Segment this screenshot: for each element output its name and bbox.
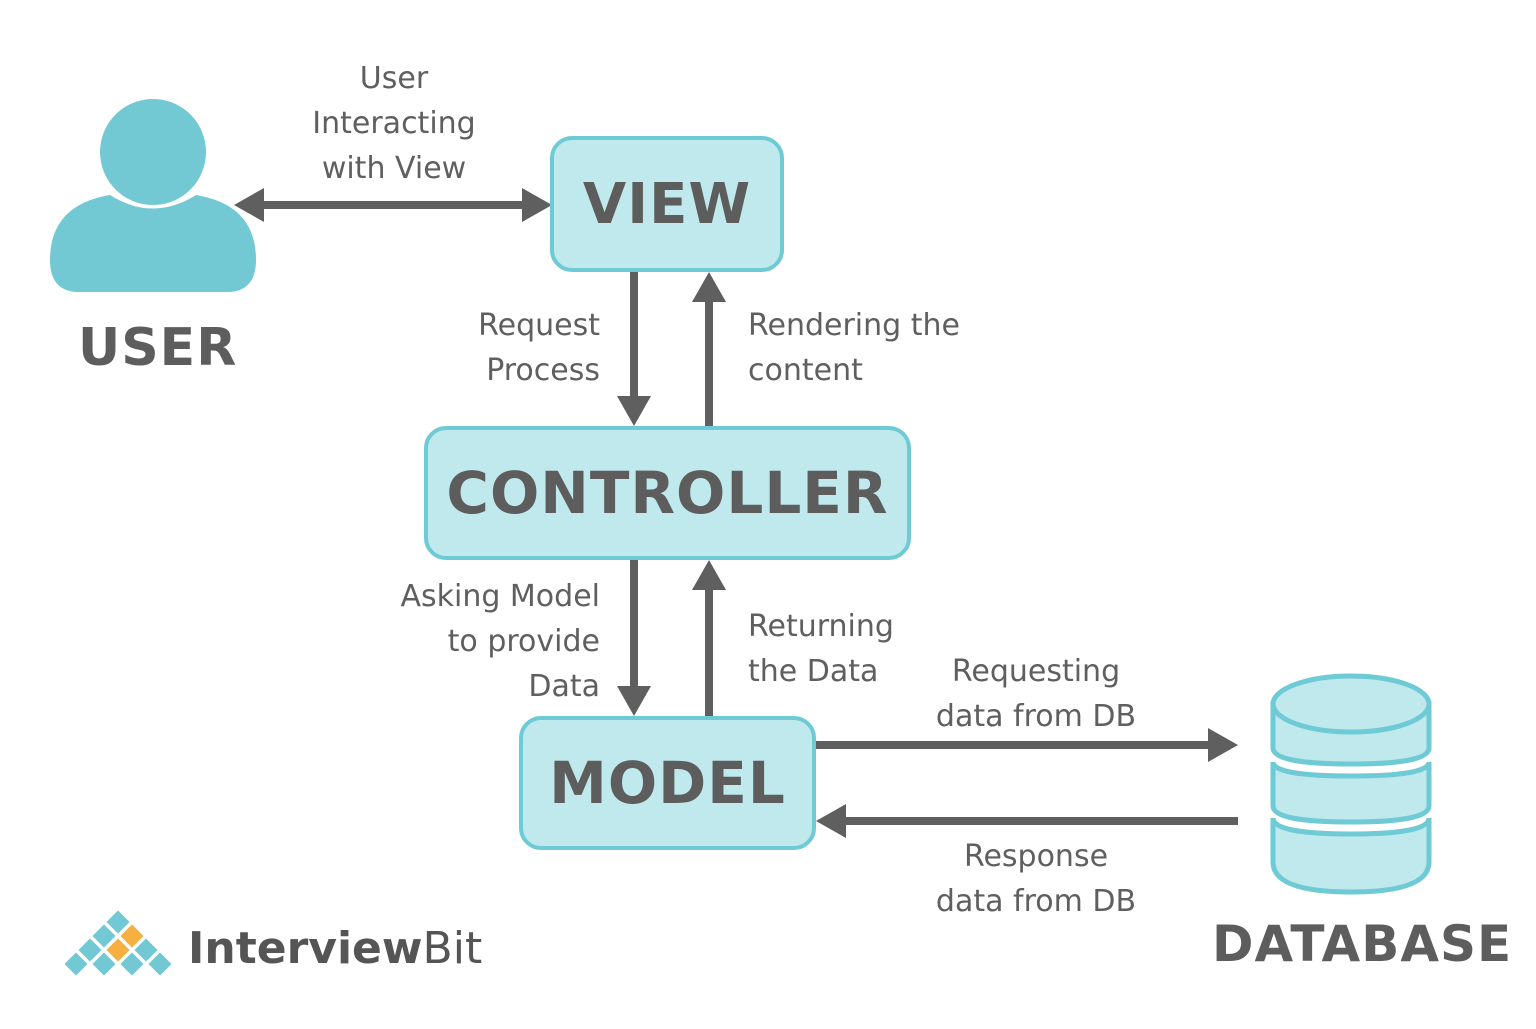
controller-node: CONTROLLER bbox=[424, 426, 911, 560]
user-icon bbox=[50, 99, 256, 292]
arrow-controller-to-view bbox=[692, 272, 726, 426]
brand-name-bold: Interview bbox=[188, 923, 423, 974]
view-label: VIEW bbox=[582, 171, 752, 237]
arrow-model-to-database bbox=[816, 728, 1238, 762]
database-label: DATABASE bbox=[1212, 915, 1513, 973]
database-icon bbox=[1270, 673, 1432, 895]
edge-label-rendering: Rendering the content bbox=[748, 308, 960, 388]
edge-label-response-db: Response data from DB bbox=[935, 839, 1137, 919]
interviewbit-wordmark: InterviewBit bbox=[188, 923, 482, 974]
edge-label-asking-model: Asking Model to provide Data bbox=[400, 579, 600, 704]
arrow-view-to-controller bbox=[617, 272, 651, 426]
arrow-user-view bbox=[234, 188, 552, 222]
user-label: USER bbox=[78, 318, 238, 378]
arrow-model-to-controller bbox=[692, 560, 726, 716]
model-label: MODEL bbox=[549, 749, 786, 817]
edge-label-returning: Returning the Data bbox=[748, 609, 894, 689]
edge-label-requesting-db: Requesting data from DB bbox=[935, 654, 1137, 734]
brand-name-light: Bit bbox=[422, 923, 483, 974]
controller-label: CONTROLLER bbox=[446, 459, 889, 527]
edge-label-request-process: Request Process bbox=[478, 308, 600, 388]
arrow-database-to-model bbox=[816, 804, 1238, 838]
model-node: MODEL bbox=[519, 716, 816, 850]
edge-label-user-view: User Interacting with View bbox=[312, 61, 476, 186]
arrow-controller-to-model bbox=[617, 560, 651, 716]
view-node: VIEW bbox=[550, 136, 784, 272]
interviewbit-logo-icon bbox=[61, 907, 175, 979]
